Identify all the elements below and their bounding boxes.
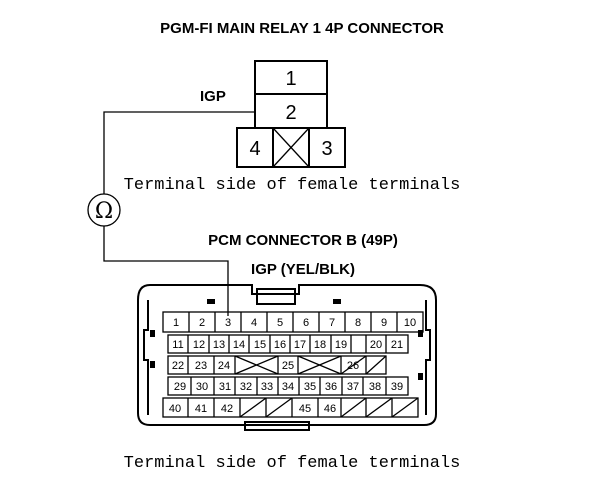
pcm-key-top-right: [333, 299, 341, 304]
pcm-pin-5: 5: [277, 317, 283, 329]
pcm-pin-15: 15: [254, 339, 266, 351]
pcm-pin-17: 17: [294, 339, 306, 351]
relay-pin-2: 2: [285, 102, 296, 124]
pcm-pin-46: 46: [324, 403, 336, 415]
pcm-pin-24: 24: [218, 360, 230, 372]
pcm-pin-18: 18: [314, 339, 326, 351]
test-wire: Ω: [87, 111, 255, 316]
pcm-connector: 1 2 3 4 5 6 7 8 9 10 11 12 13 14 15 16 1…: [137, 284, 437, 431]
relay-caption: Terminal side of female terminals: [124, 176, 461, 195]
pcm-pin-6: 6: [303, 317, 309, 329]
pcm-blank-slash: [365, 397, 393, 418]
pcm-pin-21: 21: [391, 339, 403, 351]
pcm-pin-16: 16: [274, 339, 286, 351]
pcm-pin-9: 9: [381, 317, 387, 329]
pcm-pin-14: 14: [233, 339, 245, 351]
relay-cell-cross-b: [272, 127, 310, 168]
pcm-pin-26: 26: [347, 360, 359, 372]
pcm-row-5: [162, 397, 419, 418]
relay-pin-3: 3: [321, 138, 332, 160]
pcm-blank-slash: [340, 397, 367, 418]
pcm-pin-33: 33: [261, 381, 273, 393]
pcm-blank-slash: [391, 397, 419, 418]
pcm-pin-25: 25: [282, 360, 294, 372]
pcm-pin-35: 35: [304, 381, 316, 393]
pcm-pin-38: 38: [369, 381, 381, 393]
wire-lower: [103, 226, 229, 316]
pcm-pin-30: 30: [196, 381, 208, 393]
pcm-pin-3: 3: [225, 317, 231, 329]
pcm-left-rail: [143, 300, 149, 415]
pcm-pin-39: 39: [391, 381, 403, 393]
pcm-pin-34: 34: [282, 381, 294, 393]
pcm-shell: [137, 284, 437, 426]
pcm-pin-8: 8: [355, 317, 361, 329]
pcm-row-2: [167, 334, 409, 354]
pcm-pin-10: 10: [404, 317, 416, 329]
pcm-pin-42: 42: [221, 403, 233, 415]
pcm-blank-slash: [340, 355, 367, 375]
pcm-blank-slash: [265, 397, 293, 418]
relay-igp-label: IGP: [200, 88, 226, 105]
pcm-row-4: [167, 376, 409, 396]
pcm-pin-31: 31: [219, 381, 231, 393]
pcm-latch: [256, 288, 296, 305]
wire-upper: [103, 111, 255, 194]
pcm-key-right-mid: [418, 373, 423, 380]
relay-title: PGM-FI MAIN RELAY 1 4P CONNECTOR: [160, 20, 444, 37]
pcm-pin-1: 1: [173, 317, 179, 329]
pcm-key-left-top: [150, 330, 155, 337]
relay-pin-4: 4: [249, 138, 260, 160]
pcm-pin-19: 19: [335, 339, 347, 351]
pcm-pin-23: 23: [195, 360, 207, 372]
pcm-key-right-top: [418, 330, 423, 337]
pcm-title: PCM CONNECTOR B (49P): [208, 232, 398, 249]
ohm-symbol: Ω: [95, 199, 113, 224]
pcm-pin-4: 4: [251, 317, 257, 329]
pcm-caption: Terminal side of female terminals: [124, 454, 461, 473]
relay-connector: 1 2 4 3: [236, 60, 346, 168]
pcm-pin-40: 40: [169, 403, 181, 415]
relay-cell-3: [308, 127, 346, 168]
pcm-pin-11: 11: [172, 339, 183, 351]
pcm-pin-36: 36: [325, 381, 337, 393]
pcm-right-rail: [425, 300, 431, 415]
pcm-pin-20: 20: [370, 339, 382, 351]
pcm-blank-slash: [239, 397, 267, 418]
pcm-pin-2: 2: [199, 317, 205, 329]
relay-pin-1: 1: [285, 68, 296, 90]
pcm-pin-13: 13: [213, 339, 225, 351]
pcm-key-left-mid: [150, 361, 155, 368]
pcm-pin-45: 45: [299, 403, 311, 415]
pcm-pin-22: 22: [172, 360, 184, 372]
pcm-key-top-left: [207, 299, 215, 304]
pcm-igp-label: IGP (YEL/BLK): [251, 261, 355, 278]
pcm-bottom-tab: [244, 421, 310, 431]
pcm-pin-12: 12: [193, 339, 205, 351]
pcm-pin-32: 32: [240, 381, 252, 393]
pcm-blank-slash: [365, 355, 387, 375]
pcm-pin-41: 41: [195, 403, 207, 415]
pcm-pin-37: 37: [347, 381, 359, 393]
pcm-pin-7: 7: [329, 317, 335, 329]
pcm-pin-29: 29: [174, 381, 186, 393]
